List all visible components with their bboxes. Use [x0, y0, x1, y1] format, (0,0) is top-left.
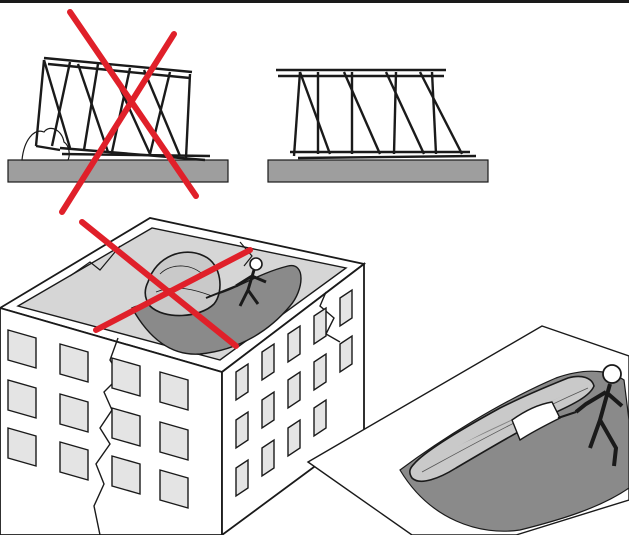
debris-pile: [22, 128, 69, 160]
ground-slab: [8, 160, 228, 182]
ground-slab: [268, 160, 488, 182]
panel-wrong-storage: [8, 12, 228, 212]
panel-correct-storage: [268, 70, 488, 182]
upright-truss-frame: [276, 70, 476, 158]
panel-wrong-roof-dragging: [0, 218, 364, 535]
